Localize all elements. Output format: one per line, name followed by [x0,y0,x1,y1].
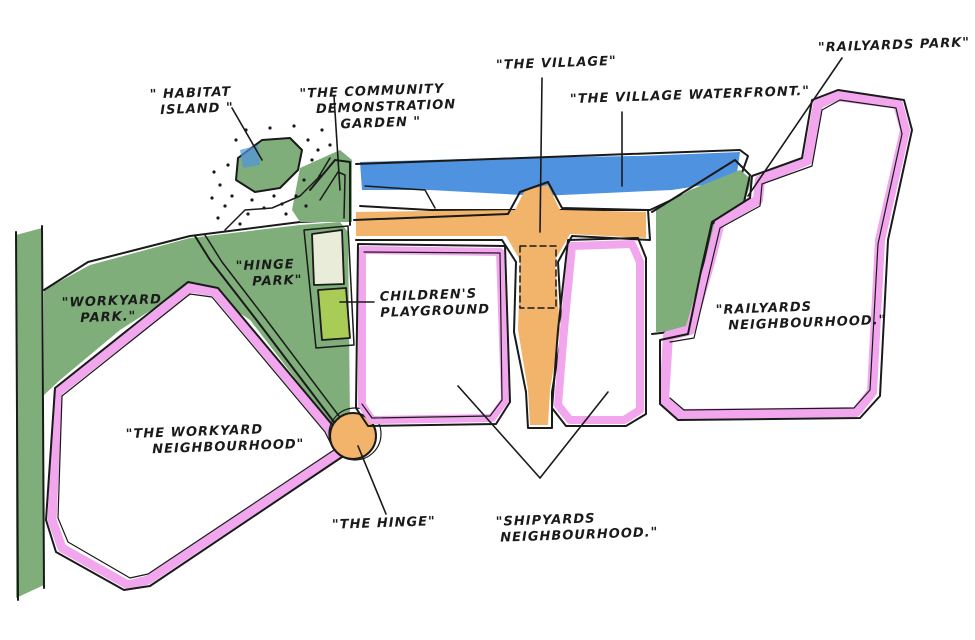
leader-habitat [231,107,263,161]
leader-village [539,77,543,233]
leader-railyards-park [747,57,843,197]
village-waterfront [360,152,740,196]
label-shipyards-neighbourhood: "SHIPYARDS NEIGHBOURHOOD." [495,511,659,546]
village-outline [353,181,651,429]
park-diagonal-path [194,235,341,431]
railyards-neighbourhood [659,91,910,419]
the-hinge [329,412,377,460]
west-edge-line-2 [41,225,45,589]
label-railyards-neighbourhood: "RAILYARDS NEIGHBOURHOOD." [715,299,887,334]
the-village [356,185,646,425]
label-habitat-island: " HABITAT ISLAND " [149,84,235,119]
west-edge-line-1 [15,231,19,601]
habitat-island-water [240,145,260,168]
garden-plot-upper [311,229,345,286]
shipyards-block-west [358,246,509,424]
community-garden-area [292,150,352,222]
workyard-neighbourhood-outline-2 [57,293,335,579]
park-diagonal-path-2 [204,234,349,429]
label-hinge-park: "HINGE PARK" [235,257,303,290]
shoreline-line [224,157,331,231]
label-community-garden: "THE COMMUNITY DEMONSTRATION GARDEN " [299,81,457,133]
label-workyard-neighbourhood: "THE WORKYARD NEIGHBOURHOOD" [125,422,305,458]
shipyards-block-east [554,240,644,424]
leader-shipyards-west [457,385,541,479]
leader-community [333,95,341,191]
railyards-park-area [656,170,752,332]
village-core-dashed [519,245,557,309]
label-workyard-park: "WORKYARD PARK." [61,292,163,327]
childrens-playground [317,287,351,341]
leader-shipyards-east [539,391,609,479]
west-green-strip [16,228,44,598]
community-garden-outline [309,159,351,226]
leader-hinge [357,445,387,515]
workyard-park-area [44,222,350,430]
community-garden-inner [319,171,346,219]
workyard-neighbourhood [47,283,345,590]
workyard-neighbourhood-outline [45,281,346,591]
label-childrens-playground: CHILDREN'S PLAYGROUND [379,286,491,321]
